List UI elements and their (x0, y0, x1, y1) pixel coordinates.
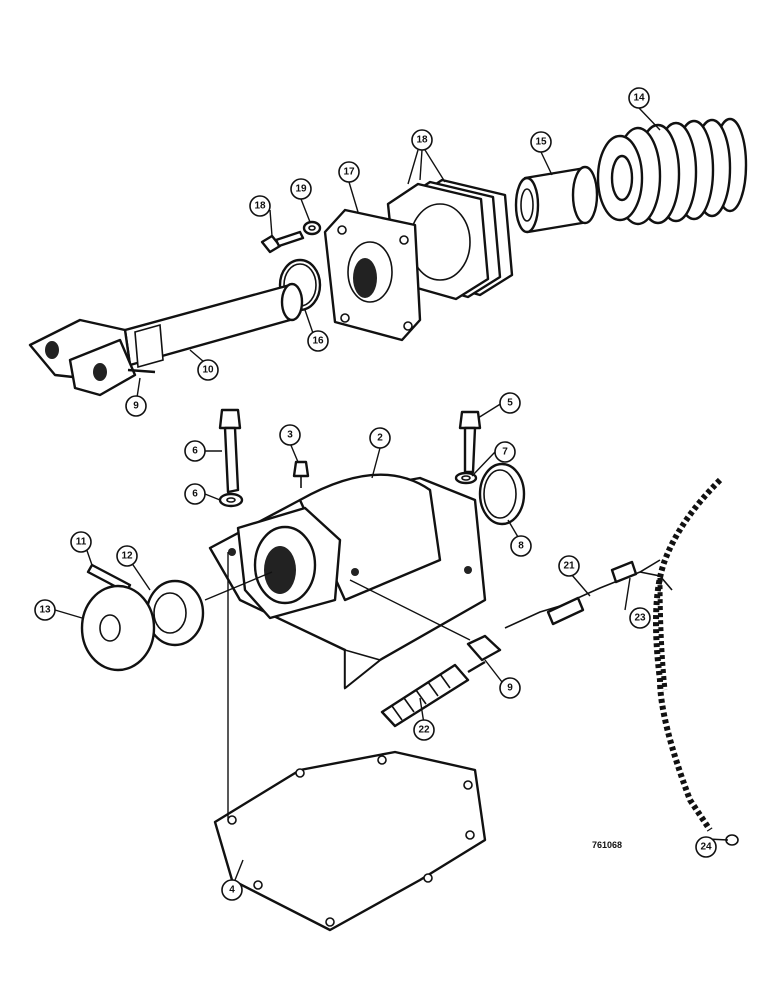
housing (208, 473, 487, 690)
callout-4: 5 (499, 392, 521, 414)
cable-assembly (504, 477, 739, 846)
boot (380, 660, 486, 728)
callout-2: 3 (279, 424, 301, 446)
collar (145, 579, 205, 647)
callout-13: 13 (34, 599, 56, 621)
figure-reference-code: 761068 (592, 840, 622, 850)
grease-fitting (292, 460, 310, 488)
callout-6-left-label: 6 (192, 489, 198, 500)
callout-12-label: 12 (121, 551, 133, 562)
callout-10: 10 (197, 359, 219, 381)
leader-lines (54, 107, 729, 881)
callout-22: 22 (413, 719, 435, 741)
callout-3-label: 4 (229, 885, 235, 896)
callout-18-label: 18 (416, 135, 428, 146)
callout-3: 4 (221, 879, 243, 901)
callout-18: 18 (411, 129, 433, 151)
fitting-block (466, 634, 502, 662)
callout-23-label: 23 (634, 613, 646, 624)
callout-12: 12 (116, 545, 138, 567)
callout-9: 9 (125, 395, 147, 417)
callout-2-label: 3 (287, 430, 293, 441)
callout-22-label: 22 (418, 725, 430, 736)
yoke-shaft (28, 282, 304, 397)
callout-16-label: 16 (312, 336, 324, 347)
callout-16: 16 (307, 330, 329, 352)
callout-11-label: 11 (76, 537, 87, 548)
callout-1: 2 (369, 427, 391, 449)
bottom-gasket (213, 750, 487, 932)
callout-7: 8 (510, 535, 532, 557)
callout-6-left: 6 (184, 483, 206, 505)
callout-20: 19 (290, 178, 312, 200)
callout-17-label: 17 (343, 167, 355, 178)
flange-plate (323, 208, 422, 342)
cap (478, 462, 526, 526)
callout-14-label: 14 (633, 93, 645, 104)
callout-24-label: 24 (700, 842, 712, 853)
callout-4-label: 5 (507, 398, 513, 409)
bolt-and-washer (260, 220, 322, 254)
callout-20-label: 19 (295, 184, 307, 195)
long-bolts (218, 408, 482, 494)
callout-19: 18 (249, 195, 271, 217)
callout-21: 21 (558, 555, 580, 577)
callout-21-label: 21 (563, 561, 575, 572)
callout-5: 6 (184, 440, 206, 462)
callout-7-label: 8 (518, 541, 524, 552)
callout-24: 24 (695, 836, 717, 858)
callout-8-label: 9 (507, 683, 513, 694)
callout-5-label: 6 (192, 446, 198, 457)
sleeve (514, 165, 599, 234)
thrust-washer (80, 584, 156, 672)
callout-1-label: 2 (377, 433, 383, 444)
callout-11: 11 (70, 531, 92, 553)
washers (218, 471, 478, 508)
callout-6-right: 7 (494, 441, 516, 463)
callout-19-label: 18 (254, 201, 266, 212)
callout-15-label: 15 (535, 137, 547, 148)
callout-15: 15 (530, 131, 552, 153)
callout-13-label: 13 (39, 605, 51, 616)
callout-23: 23 (629, 607, 651, 629)
callout-14: 14 (628, 87, 650, 109)
coil-spring (596, 117, 748, 226)
callout-6-right-label: 7 (502, 447, 508, 458)
callout-10-label: 10 (202, 365, 214, 376)
callout-8: 9 (499, 677, 521, 699)
callout-17: 17 (338, 161, 360, 183)
callout-9-label: 9 (133, 401, 139, 412)
